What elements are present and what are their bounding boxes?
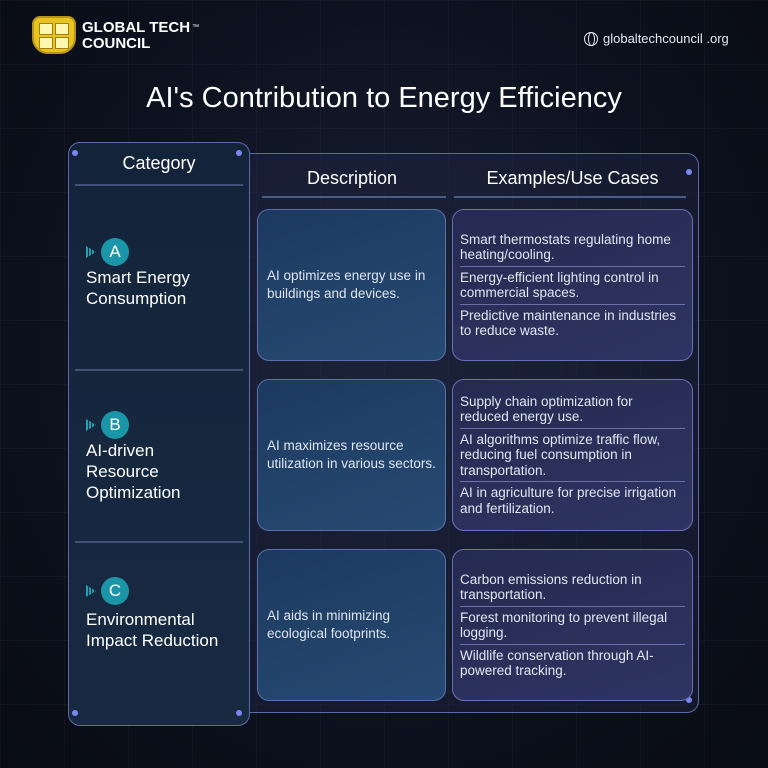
corner-dot (236, 150, 242, 156)
arrow-icon (86, 246, 96, 258)
divider (454, 196, 686, 198)
example-item: Predictive maintenance in industries to … (460, 303, 685, 339)
arrow-icon (86, 419, 96, 431)
category-label: Environmental Impact Reduction (86, 610, 219, 650)
website-link[interactable]: globaltechcouncil .org (584, 31, 729, 46)
example-item: Smart thermostats regulating home heatin… (460, 231, 671, 263)
header-description: Description (306, 168, 398, 188)
badge-c: C (101, 577, 129, 605)
header-category: Category (122, 153, 196, 173)
example-item: AI in agriculture for precise irrigation… (460, 481, 685, 516)
corner-dot (72, 150, 78, 156)
page-title: AI's Contribution to Energy Efficiency (146, 82, 622, 114)
divider (75, 184, 243, 186)
trademark: ™ (192, 24, 200, 31)
divider (262, 196, 446, 198)
example-item: Wildlife conservation through AI-powered… (460, 643, 685, 679)
description-cell: AI optimizes energy use in buildings and… (257, 209, 446, 361)
examples-cell: Smart thermostats regulating home heatin… (452, 209, 693, 361)
category-label: Smart Energy Consumption (86, 268, 190, 308)
example-item: Forest monitoring to prevent illegal log… (460, 605, 685, 641)
corner-dot (686, 169, 692, 175)
corner-dot (72, 710, 78, 716)
divider (75, 369, 243, 371)
category-label: AI-driven Resource Optimization (86, 441, 181, 502)
header-examples: Examples/Use Cases (486, 168, 659, 188)
example-item: Supply chain optimization for reduced en… (460, 393, 633, 425)
corner-dot (686, 697, 692, 703)
description-cell: AI maximizes resource utilization in var… (257, 379, 446, 531)
global-tech-council-logo (32, 16, 76, 54)
globe-icon (584, 31, 598, 46)
badge-a: A (101, 238, 129, 266)
divider (75, 541, 243, 543)
arrow-icon (86, 585, 96, 597)
badge-b: B (101, 411, 129, 439)
category-column (68, 142, 250, 726)
examples-cell: Supply chain optimization for reduced en… (452, 379, 693, 531)
example-item: Carbon emissions reduction in transporta… (460, 571, 642, 603)
example-item: AI algorithms optimize traffic flow, red… (460, 427, 685, 479)
description-cell: AI aids in minimizing ecological footpri… (257, 549, 446, 701)
examples-cell: Carbon emissions reduction in transporta… (452, 549, 693, 701)
corner-dot (236, 710, 242, 716)
example-item: Energy-efficient lighting control in com… (460, 265, 685, 301)
